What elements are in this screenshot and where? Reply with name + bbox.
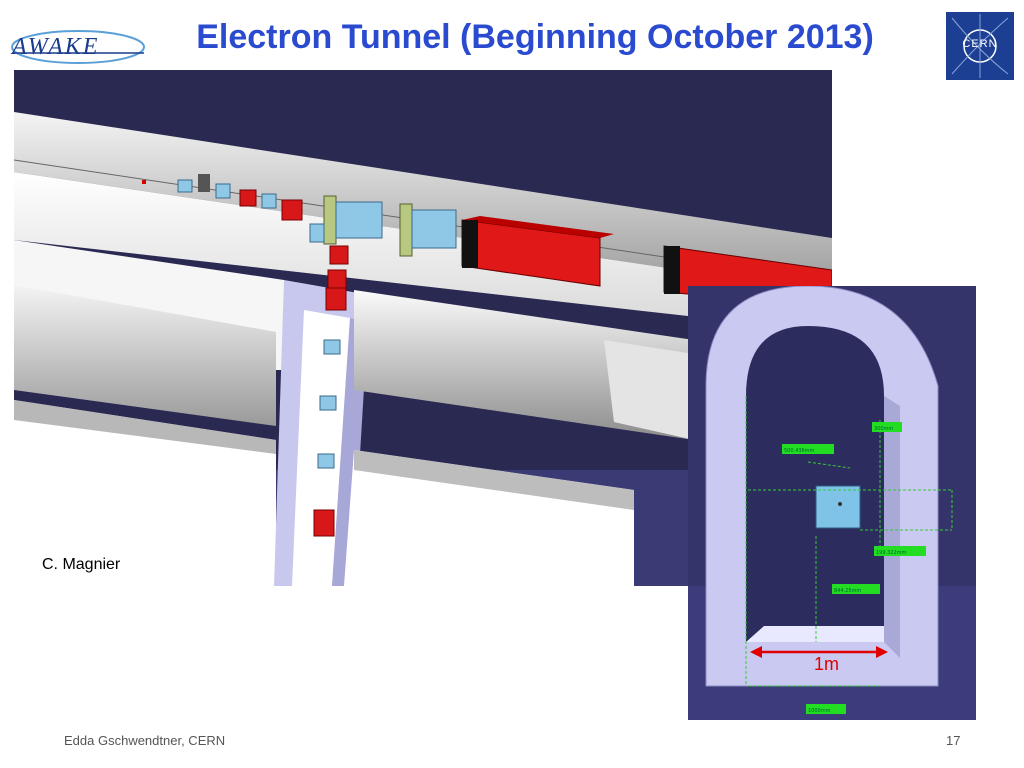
cern-logo: CERN [946,12,1014,80]
dim-tag-1000mm: 1000mm [808,708,831,714]
slide-title: Electron Tunnel (Beginning October 2013) [196,18,874,56]
tunnel-cross-section-inset: 300mm 500.436mm 199.322mm 844.25mm 1000m… [688,285,976,720]
dim-tag-500mm: 500.436mm [784,448,815,454]
cern-logo-text: CERN [962,38,998,50]
image-credit: C. Magnier [42,556,121,573]
awake-logo: AWAKE [8,22,148,72]
dim-tag-844mm: 844.25mm [834,588,861,594]
footer-author: Edda Gschwendtner, CERN [64,733,226,748]
awake-logo-text: AWAKE [12,34,100,60]
dim-tag-199mm: 199.322mm [876,550,907,556]
tunnel-render-image [13,70,833,590]
one-meter-label: 1m [814,654,840,674]
page-number: 17 [946,733,961,748]
dim-tag-300mm: 300mm [874,426,893,432]
